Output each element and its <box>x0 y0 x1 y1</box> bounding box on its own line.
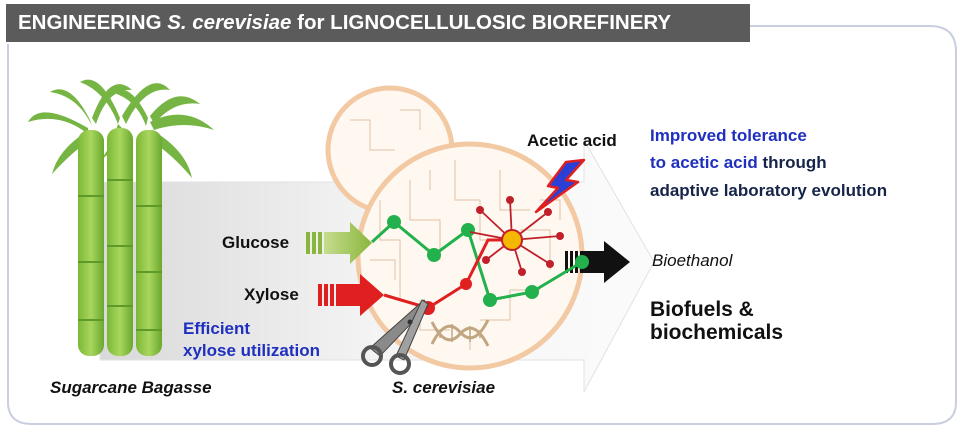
outer-frame <box>7 25 957 425</box>
glucose-label: Glucose <box>222 233 290 252</box>
biofuels-label-line2: biochemicals <box>650 321 784 344</box>
xylose-callout-line1: Efficient <box>183 319 251 338</box>
bioethanol-label: Bioethanol <box>652 251 733 270</box>
tolerance-callout-through: through <box>757 153 827 172</box>
xylose-arrow <box>318 274 384 316</box>
title-bar: ENGINEERING S. cerevisiae for LIGNOCELLU… <box>6 4 750 42</box>
biofuels-label-line1: Biofuels & <box>650 298 754 321</box>
xylose-label: Xylose <box>244 285 299 304</box>
title-species: S. cerevisiae <box>167 11 292 34</box>
tolerance-callout-acetic: to acetic acid <box>650 153 758 172</box>
acetic-acid-label: Acetic acid <box>527 131 617 150</box>
s-cerevisiae-label: S. cerevisiae <box>392 378 496 397</box>
lightning-icon <box>534 158 586 214</box>
title-prefix: ENGINEERING <box>18 11 168 34</box>
tolerance-callout-line2: to acetic acid through <box>650 153 827 173</box>
sugarcane-bagasse-label: Sugarcane Bagasse <box>50 378 212 397</box>
scissors-icon <box>361 299 429 375</box>
glucose-pathway <box>370 215 589 307</box>
regulatory-network-icon <box>469 196 564 276</box>
sugarcane-icon <box>28 79 214 356</box>
tolerance-callout-line3: adaptive laboratory evolution <box>650 181 888 200</box>
dna-icon <box>430 319 490 347</box>
tolerance-callout-line1: Improved tolerance <box>650 126 807 145</box>
xylose-callout-line2: xylose utilization <box>183 341 320 360</box>
title-suffix: for LIGNOCELLULOSIC BIOREFINERY <box>291 11 672 34</box>
glucose-arrow <box>306 222 372 264</box>
